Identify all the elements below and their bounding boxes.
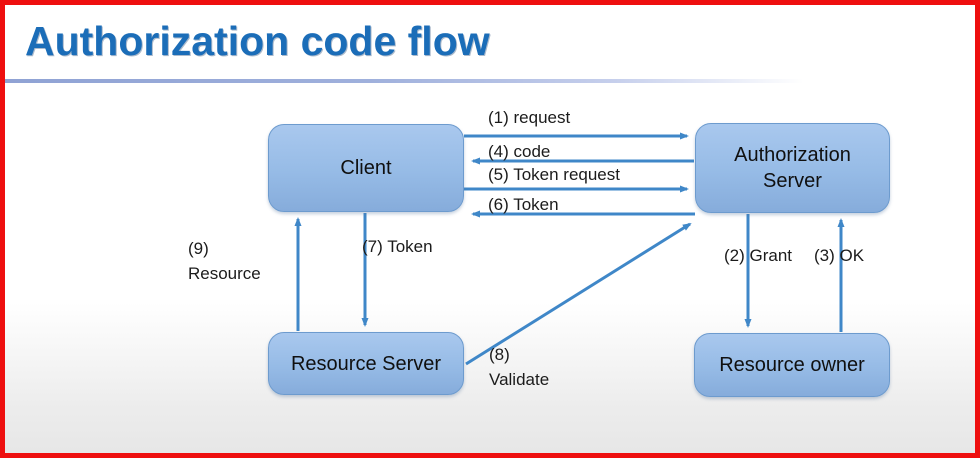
node-resource-owner: Resource owner: [694, 333, 890, 397]
label-step-2-grant: (2) Grant: [724, 246, 793, 265]
arrow-8-validate: [465, 222, 692, 366]
node-resource-server: Resource Server: [268, 332, 464, 395]
label-step-5-token-request: (5) Token request: [488, 165, 620, 184]
node-resource-owner-label: Resource owner: [719, 354, 865, 376]
label-step-7-token: (7) Token: [362, 237, 433, 256]
label-step-3-ok: (3) OK: [814, 246, 865, 265]
label-step-9-resource: (9) Resource: [188, 239, 261, 283]
page-title: Authorization code flow: [25, 18, 490, 64]
node-authorization-server-label: Authorization Server: [734, 144, 851, 192]
node-authorization-server: Authorization Server: [695, 123, 890, 213]
label-step-4-code: (4) code: [488, 142, 551, 161]
node-client-label: Client: [340, 157, 392, 179]
node-resource-server-label: Resource Server: [290, 352, 442, 375]
label-step-1-request: (1) request: [488, 108, 571, 127]
title-underline: [0, 79, 820, 83]
label-step-8-validate: (8) Validate: [489, 345, 550, 389]
node-client: Client: [268, 124, 464, 212]
label-step-6-token: (6) Token: [488, 195, 559, 214]
